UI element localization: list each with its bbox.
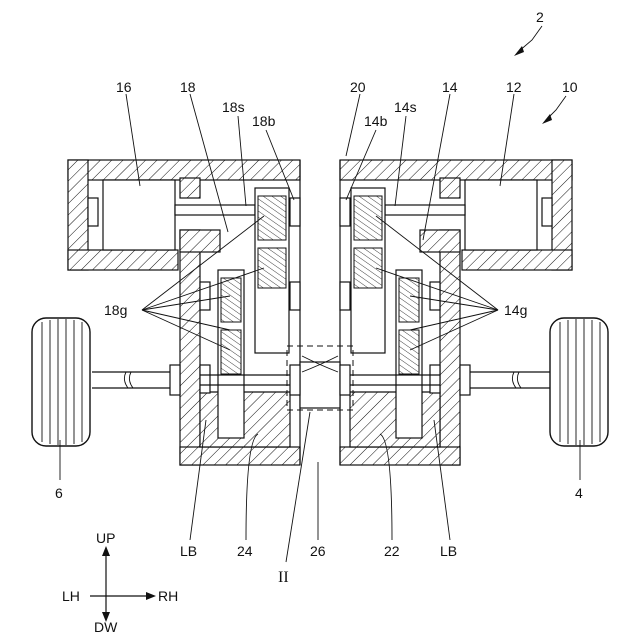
label-16: 16 bbox=[116, 79, 132, 95]
label-10: 10 bbox=[562, 79, 578, 95]
label-18: 18 bbox=[180, 79, 196, 95]
compass-up: UP bbox=[96, 530, 115, 546]
label-6: 6 bbox=[55, 485, 63, 501]
label-20: 20 bbox=[350, 79, 366, 95]
label-section-ii: II bbox=[278, 569, 289, 586]
wheel-6 bbox=[32, 318, 90, 446]
wheel-4 bbox=[550, 318, 608, 446]
label-14s: 14s bbox=[394, 99, 417, 115]
label-18g: 18g bbox=[104, 302, 127, 318]
label-18s: 18s bbox=[222, 99, 245, 115]
center-coupling bbox=[287, 346, 353, 410]
label-14b: 14b bbox=[364, 113, 388, 129]
motor-16 bbox=[103, 180, 175, 250]
label-24: 24 bbox=[237, 543, 253, 559]
motor-12 bbox=[465, 180, 537, 250]
compass-down: DW bbox=[94, 619, 118, 635]
label-2: 2 bbox=[536, 9, 544, 25]
compass-right: RH bbox=[158, 588, 178, 604]
label-4: 4 bbox=[575, 485, 583, 501]
leader-lines bbox=[60, 26, 580, 562]
compass-left: LH bbox=[62, 588, 80, 604]
label-12: 12 bbox=[506, 79, 522, 95]
label-22: 22 bbox=[384, 543, 400, 559]
reference-labels: 2 10 16 18 20 14 12 18s 18b 14b 14s 18g … bbox=[55, 9, 583, 586]
label-14g: 14g bbox=[504, 302, 527, 318]
left-axle bbox=[92, 365, 180, 395]
right-axle bbox=[460, 365, 550, 395]
label-26: 26 bbox=[310, 543, 326, 559]
label-18b: 18b bbox=[252, 113, 276, 129]
motor-shaft-14s bbox=[385, 205, 465, 215]
label-lb-right: LB bbox=[440, 543, 457, 559]
motor-shaft-18s bbox=[175, 205, 255, 215]
direction-compass: UP DW LH RH bbox=[62, 530, 178, 635]
label-14: 14 bbox=[442, 79, 458, 95]
label-lb-left: LB bbox=[180, 543, 197, 559]
